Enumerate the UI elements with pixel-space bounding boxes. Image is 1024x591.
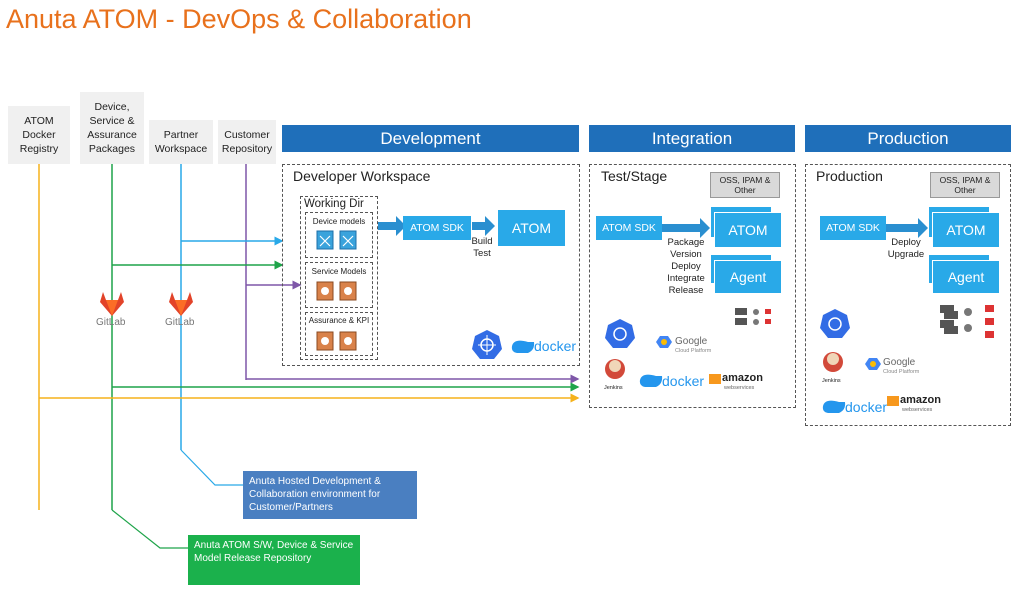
int-steps: Package Version Deploy Integrate Release: [667, 237, 705, 296]
dev-atom-sdk: ATOM SDK: [403, 216, 471, 240]
developer-workspace-title: Developer Workspace: [293, 168, 431, 184]
production-box: [805, 164, 1011, 426]
test-stage-title: Test/Stage: [601, 168, 668, 184]
page-title: Anuta ATOM - DevOps & Collaboration: [6, 4, 472, 34]
int-atom: ATOM: [714, 212, 782, 248]
working-dir: [300, 196, 378, 360]
prod-google-sub: Cloud Platform: [883, 369, 920, 375]
assurance-kpi-label: Assurance & KPI: [308, 316, 370, 325]
prod-amazon-sub: webservices: [902, 407, 933, 413]
prod-steps: Deploy Upgrade: [887, 237, 925, 260]
int-agent: Agent: [714, 260, 782, 294]
int-atom-sdk: ATOM SDK: [596, 216, 662, 240]
banner-integration: Integration: [589, 125, 795, 152]
prod-amazon-label: amazon: [900, 394, 941, 406]
source-packages: Device, Service & Assurance Packages: [80, 92, 144, 164]
developer-workspace: [282, 164, 580, 366]
int-amazon-sub: webservices: [724, 385, 755, 391]
int-jenkins-label: Jenkins: [604, 385, 623, 391]
prod-jenkins-label: Jenkins: [822, 378, 841, 384]
production-title: Production: [816, 168, 883, 184]
test-stage-box: [589, 164, 796, 408]
int-amazon-label: amazon: [722, 372, 763, 384]
banner-production: Production: [805, 125, 1011, 152]
note-hosted-environment: Anuta Hosted Development & Collaboration…: [243, 471, 417, 519]
source-customer-repository: Customer Repository: [218, 120, 276, 164]
service-models-box: [305, 262, 373, 308]
prod-google-label: Google: [883, 357, 916, 368]
dev-steps: Build Test: [471, 236, 493, 259]
assurance-kpi-box: [305, 312, 373, 356]
int-docker-label: docker: [662, 373, 705, 389]
gitlab-label-partner: GitLab: [165, 317, 195, 328]
prod-agent: Agent: [932, 260, 1000, 294]
device-models-label: Device models: [312, 217, 366, 226]
banner-development: Development: [282, 125, 579, 152]
dev-docker-label: docker: [534, 338, 577, 354]
int-oss-box: OSS, IPAM & Other: [710, 172, 780, 198]
source-docker-registry: ATOM Docker Registry: [8, 106, 70, 164]
prod-atom: ATOM: [932, 212, 1000, 248]
prod-oss-box: OSS, IPAM & Other: [930, 172, 1000, 198]
prod-atom-sdk: ATOM SDK: [820, 216, 886, 240]
working-dir-label: Working Dir: [304, 198, 364, 210]
gitlab-label-packages: GitLab: [96, 317, 126, 328]
prod-docker-label: docker: [845, 399, 888, 415]
device-models-box: [305, 212, 373, 258]
service-models-label: Service Models: [311, 267, 367, 276]
int-google-label: Google: [675, 336, 708, 347]
note-release-repository: Anuta ATOM S/W, Device & Service Model R…: [188, 535, 360, 585]
dev-atom: ATOM: [498, 210, 565, 246]
source-partner-workspace: Partner Workspace: [149, 120, 213, 164]
int-google-sub: Cloud Platform: [675, 348, 712, 354]
